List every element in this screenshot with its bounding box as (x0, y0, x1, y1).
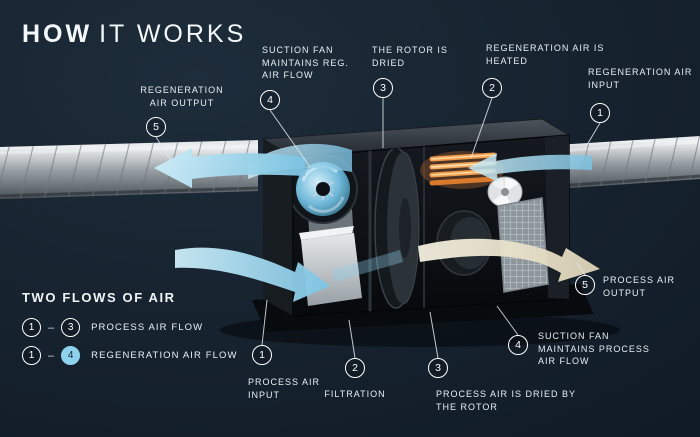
regen-air-output-arrow (154, 148, 305, 188)
callout-badge-suction-fan-process: 4 (508, 335, 528, 355)
callout-label-regen-output: REGENERATION AIR OUTPUT (140, 85, 224, 108)
callout-label-regen-heated: REGENERATION AIR IS HEATED (486, 43, 605, 66)
callout-badge-suction-fan-regen: 4 (260, 90, 280, 110)
legend-dash: – (48, 349, 55, 362)
callout-label-regen-input: REGENERATION AIR INPUT (588, 67, 693, 90)
callout-label-suction-fan-process: SUCTION FAN MAINTAINS PROCESS AIR FLOW (538, 331, 650, 367)
callout-label-rotor-dried: THE ROTOR IS DRIED (372, 45, 448, 68)
callout-badge-process-input: 1 (252, 345, 272, 365)
callout-label-filtration: FILTRATION (324, 389, 386, 399)
leader-lines (155, 97, 601, 359)
callout-badge-regen-output: 5 (146, 117, 166, 137)
regen-air-inflow-arrow (468, 153, 592, 182)
air-flow-arrows (154, 143, 600, 302)
legend-label-regeneration: REGENERATION AIR FLOW (91, 350, 238, 361)
callout-badge-rotor-dried: 3 (373, 78, 393, 98)
legend-badge-regen-to: 4 (61, 346, 81, 365)
process-fan (487, 176, 523, 208)
legend-label-process: PROCESS AIR FLOW (91, 322, 204, 333)
callout-label-process-input: PROCESS AIR INPUT (248, 377, 321, 400)
callout-badge-regen-heated: 2 (482, 78, 502, 98)
process-air-input-arrow (175, 247, 330, 302)
legend-row-process: 1 – 3 PROCESS AIR FLOW (22, 318, 203, 337)
process-air-internal-band (332, 250, 403, 282)
legend-row-regeneration: 1 – 4 REGENERATION AIR FLOW (22, 346, 238, 365)
legend-title: TWO FLOWS OF AIR (22, 290, 176, 305)
process-air-output-arrow (418, 238, 600, 282)
callout-badge-process-output: 5 (575, 275, 595, 295)
legend-badge-regen-from: 1 (22, 346, 41, 365)
rotor (374, 147, 420, 309)
legend-badge-process-to: 3 (61, 318, 81, 337)
legend-dash: – (48, 321, 55, 334)
callout-label-process-output: PROCESS AIR OUTPUT (603, 275, 676, 298)
legend-badge-process-from: 1 (22, 318, 41, 337)
callout-label-process-dried: PROCESS AIR IS DRIED BY THE ROTOR (436, 389, 576, 412)
callout-badge-process-dried: 3 (428, 358, 448, 378)
callout-badge-filtration: 2 (345, 358, 365, 378)
page-title-light: IT WORKS (99, 20, 247, 48)
page-title-bold: HOW (22, 20, 93, 48)
callout-label-suction-fan-regen: SUCTION FAN MAINTAINS REG. AIR FLOW (262, 45, 349, 81)
callout-badge-regen-input: 1 (590, 103, 610, 123)
